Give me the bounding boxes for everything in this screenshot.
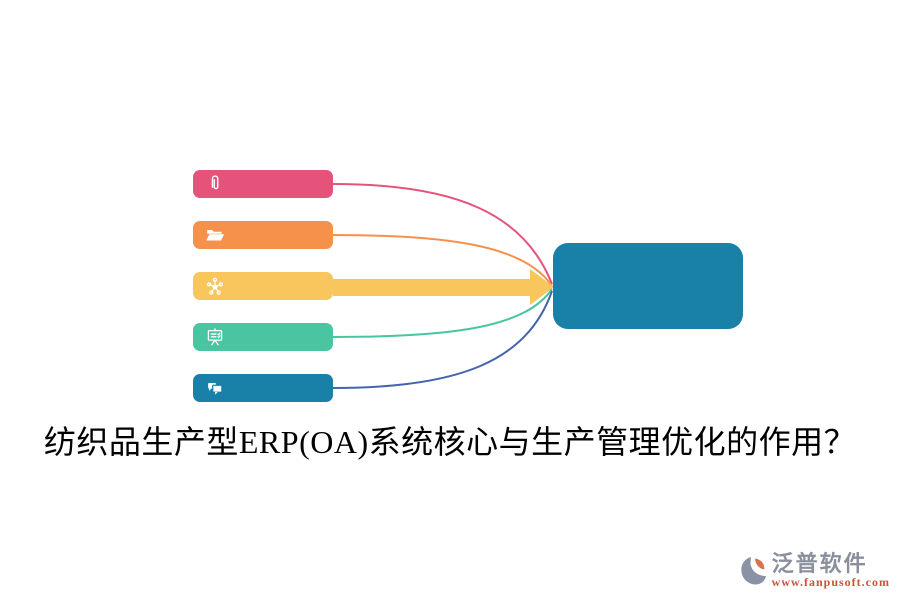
connector-curve-4 <box>332 288 553 338</box>
target-box <box>553 243 743 329</box>
thick-arrow <box>333 269 554 305</box>
logo-orange-leaf <box>754 558 764 569</box>
chat-bubbles-icon <box>208 382 223 395</box>
connector-curve-2 <box>332 234 553 287</box>
item-bar-training <box>193 323 333 351</box>
item-bar-network <box>193 272 333 300</box>
network-nodes-icon <box>206 277 224 295</box>
page-title: 纺织品生产型ERP(OA)系统核心与生产管理优化的作用？ <box>43 424 857 460</box>
item-bar-documents <box>193 221 333 249</box>
fanpu-logo-icon <box>740 556 766 585</box>
watermark-brand: 泛普软件 <box>771 551 868 576</box>
item-bar-communication <box>193 374 333 402</box>
watermark-url: www.fanpusoft.com <box>771 575 890 589</box>
connector-curve-5 <box>332 290 553 389</box>
watermark: 泛普软件 www.fanpusoft.com <box>738 553 890 588</box>
logo-gray-swoosh <box>740 556 766 585</box>
paperclip-icon <box>211 175 219 190</box>
connector-curve-1 <box>332 183 553 285</box>
item-bar-attachment <box>193 170 333 198</box>
presentation-board-icon <box>207 328 223 346</box>
folder-open-icon <box>206 229 225 241</box>
watermark-text: 泛普软件 www.fanpusoft.com <box>771 551 890 589</box>
